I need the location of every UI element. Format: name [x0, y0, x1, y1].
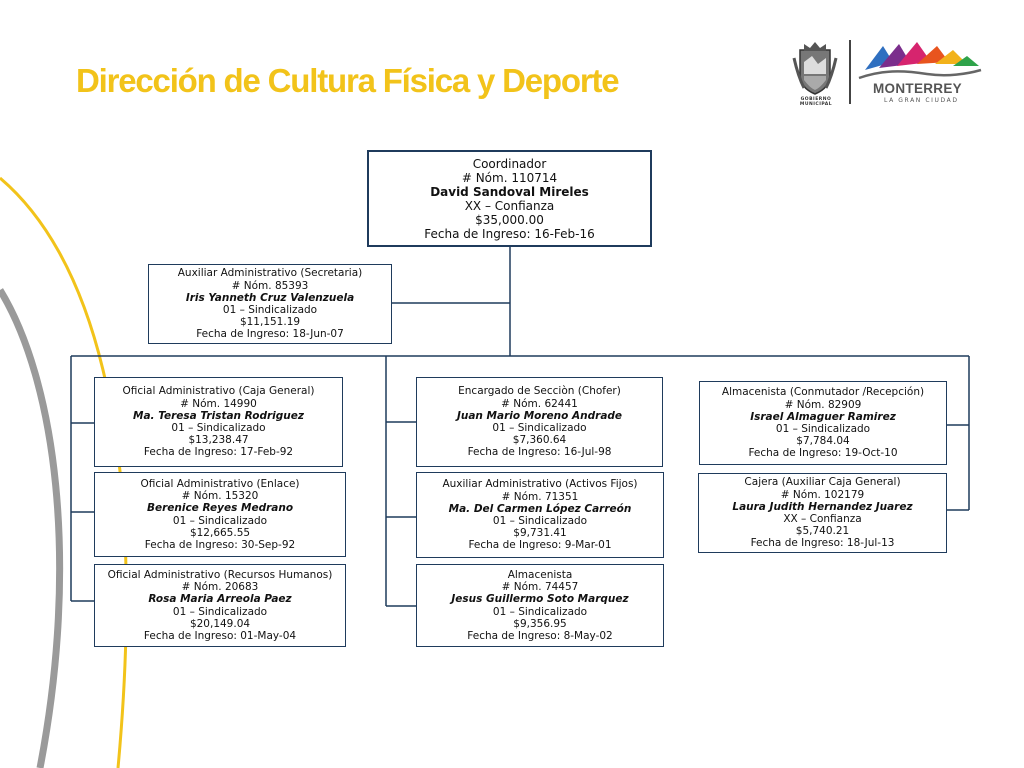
- org-box-almacenista: Almacenista # Nóm. 74457 Jesus Guillermo…: [416, 564, 664, 647]
- hire-date: Fecha de Ingreso: 18-Jul-13: [750, 537, 895, 550]
- salary: $35,000.00: [475, 212, 544, 227]
- page-title: Dirección de Cultura Física y Deporte: [76, 62, 620, 99]
- employment-type: 01 – Sindicalizado: [172, 605, 268, 618]
- employment-type: 01 – Sindicalizado: [171, 422, 266, 434]
- city-tagline: LA GRAN CIUDAD: [884, 97, 959, 104]
- hire-date: Fecha de Ingreso: 01-May-04: [143, 629, 297, 642]
- salary: $13,238.47: [188, 434, 249, 447]
- employee-name: Berenice Reyes Medrano: [146, 502, 294, 515]
- hire-date: Fecha de Ingreso: 30-Sep-92: [144, 538, 296, 551]
- salary: $7,784.04: [796, 435, 850, 448]
- role: Almacenista: [507, 568, 573, 581]
- employee-number: # Nóm. 62441: [501, 397, 578, 410]
- hire-date: Fecha de Ingreso: 16-Jul-98: [467, 446, 612, 459]
- employment-type: 01 – Sindicalizado: [492, 515, 588, 527]
- org-box-conmutador: Almacenista (Conmutador /Recepción) # Nó…: [699, 381, 947, 465]
- employee-number: # Nóm. 74457: [501, 581, 579, 594]
- logo-area: GOBIERNO MUNICIPAL MONTERREY LA GRAN CIU…: [785, 40, 985, 110]
- employee-number: # Nóm. 15320: [181, 490, 259, 503]
- employee-name: Juan Mario Moreno Andrade: [456, 409, 623, 422]
- employee-number: # Nóm. 20683: [181, 581, 259, 594]
- employee-name: David Sandoval Mireles: [430, 184, 589, 199]
- salary: $9,356.95: [513, 617, 567, 630]
- role: Auxiliar Administrativo (Secretaria): [177, 267, 363, 280]
- salary: $7,360.64: [512, 434, 567, 447]
- employee-number: # Nóm. 82909: [784, 398, 862, 411]
- monterrey-mountains-icon: [858, 42, 982, 80]
- employment-type: XX – Confianza: [464, 198, 555, 213]
- employee-name: Iris Yanneth Cruz Valenzuela: [185, 291, 355, 304]
- hire-date: Fecha de Ingreso: 16-Feb-16: [424, 226, 595, 241]
- employee-number: # Nóm. 14990: [180, 397, 257, 410]
- salary: $11,151.19: [239, 316, 301, 329]
- gobierno-label: GOBIERNO MUNICIPAL: [799, 97, 833, 107]
- employee-name: Laura Judith Hernandez Juarez: [732, 500, 913, 513]
- role: Auxiliar Administrativo (Activos Fijos): [442, 478, 638, 491]
- salary: $12,665.55: [189, 526, 251, 539]
- role: Encargado de Secciòn (Chofer): [458, 385, 621, 398]
- employment-type: 01 – Sindicalizado: [775, 423, 871, 435]
- org-box-chofer: Encargado de Secciòn (Chofer) # Nóm. 624…: [416, 377, 663, 467]
- role: Cajera (Auxiliar Caja General): [744, 476, 901, 489]
- employee-name: Ma. Del Carmen López Carreón: [448, 502, 632, 515]
- employment-type: 01 – Sindicalizado: [492, 422, 587, 434]
- org-box-enlace: Oficial Administrativo (Enlace) # Nóm. 1…: [94, 472, 346, 557]
- org-box-coordinator: Coordinador # Nóm. 110714 David Sandoval…: [367, 150, 652, 247]
- role: Oficial Administrativo (Caja General): [122, 385, 315, 398]
- employee-number: # Nóm. 102179: [780, 488, 865, 501]
- logo-divider: [849, 40, 851, 104]
- employment-type: 01 – Sindicalizado: [492, 605, 588, 618]
- salary: $20,149.04: [189, 617, 251, 630]
- role: Oficial Administrativo (Enlace): [140, 477, 300, 490]
- employee-name: Rosa Maria Arreola Paez: [148, 593, 292, 606]
- role: Almacenista (Conmutador /Recepción): [721, 386, 925, 399]
- org-box-caja-general: Oficial Administrativo (Caja General) # …: [94, 377, 343, 467]
- hire-date: Fecha de Ingreso: 18-Jun-07: [196, 328, 344, 341]
- hire-date: Fecha de Ingreso: 9-Mar-01: [468, 539, 612, 552]
- employment-type: 01 – Sindicalizado: [172, 514, 268, 527]
- employee-name: Israel Almaguer Ramirez: [750, 410, 896, 423]
- salary: $9,731.41: [513, 527, 567, 540]
- employee-number: # Nóm. 71351: [501, 490, 579, 503]
- employee-name: Jesus Guillermo Soto Marquez: [451, 593, 629, 606]
- hire-date: Fecha de Ingreso: 19-Oct-10: [748, 447, 898, 460]
- org-box-activos-fijos: Auxiliar Administrativo (Activos Fijos) …: [416, 472, 664, 558]
- employee-number: # Nóm. 85393: [231, 279, 309, 292]
- city-name: MONTERREY: [873, 81, 962, 96]
- salary: $5,740.21: [795, 525, 850, 538]
- employment-type: 01 – Sindicalizado: [222, 304, 318, 316]
- employment-type: XX – Confianza: [783, 513, 862, 525]
- municipal-shield-icon: [792, 42, 838, 95]
- org-box-cajera: Cajera (Auxiliar Caja General) # Nóm. 10…: [698, 473, 947, 553]
- role: Oficial Administrativo (Recursos Humanos…: [107, 568, 333, 581]
- hire-date: Fecha de Ingreso: 17-Feb-92: [143, 446, 294, 459]
- org-box-recursos-humanos: Oficial Administrativo (Recursos Humanos…: [94, 564, 346, 647]
- role: Coordinador: [472, 156, 547, 171]
- hire-date: Fecha de Ingreso: 8-May-02: [467, 629, 613, 642]
- org-box-secretary: Auxiliar Administrativo (Secretaria) # N…: [148, 264, 392, 344]
- employee-number: # Nóm. 110714: [461, 170, 558, 185]
- employee-name: Ma. Teresa Tristan Rodriguez: [133, 409, 304, 422]
